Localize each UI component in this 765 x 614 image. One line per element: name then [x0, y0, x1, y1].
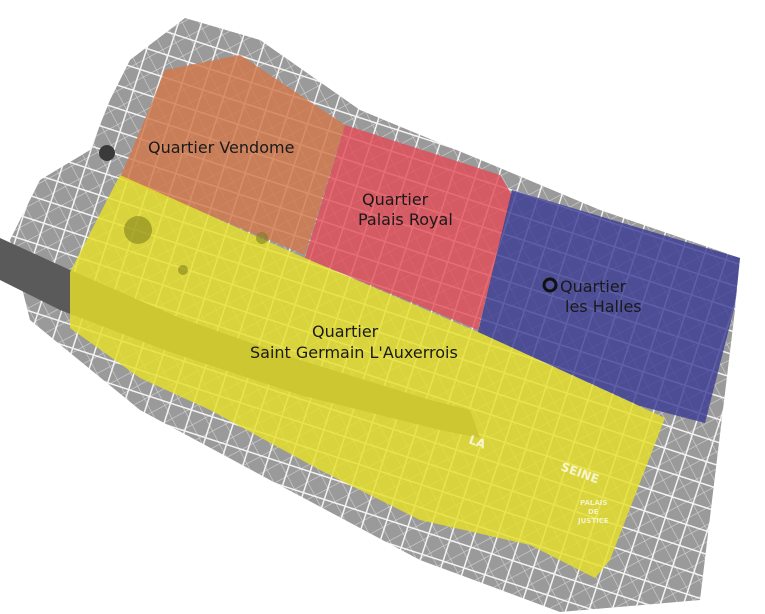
- district-palais-royal-area[interactable]: [305, 125, 512, 330]
- roundabout-icon: [99, 145, 115, 161]
- label-vendome: Quartier Vendome: [148, 138, 294, 157]
- district-saint-germain-area[interactable]: [70, 175, 665, 578]
- label-palais-royal: Quartier Palais Royal: [358, 190, 453, 229]
- label-palais-1: PALAIS: [580, 499, 607, 507]
- label-palais-3: JUSTICE: [577, 517, 609, 525]
- label-saint-germain: Quartier Saint Germain L'Auxerrois: [250, 322, 458, 362]
- label-palais-2: DE: [588, 508, 599, 516]
- district-vendome-area[interactable]: [120, 55, 345, 255]
- label-river-la: LA: [467, 433, 488, 452]
- halles-marker-icon: [542, 277, 558, 293]
- label-halles: Quartier les Halles: [560, 277, 642, 316]
- district-halles-area[interactable]: [478, 190, 740, 423]
- garden-details: [124, 216, 268, 275]
- district-labels: Quartier Vendome Quartier Palais Royal Q…: [148, 138, 642, 362]
- district-areas: [70, 55, 740, 578]
